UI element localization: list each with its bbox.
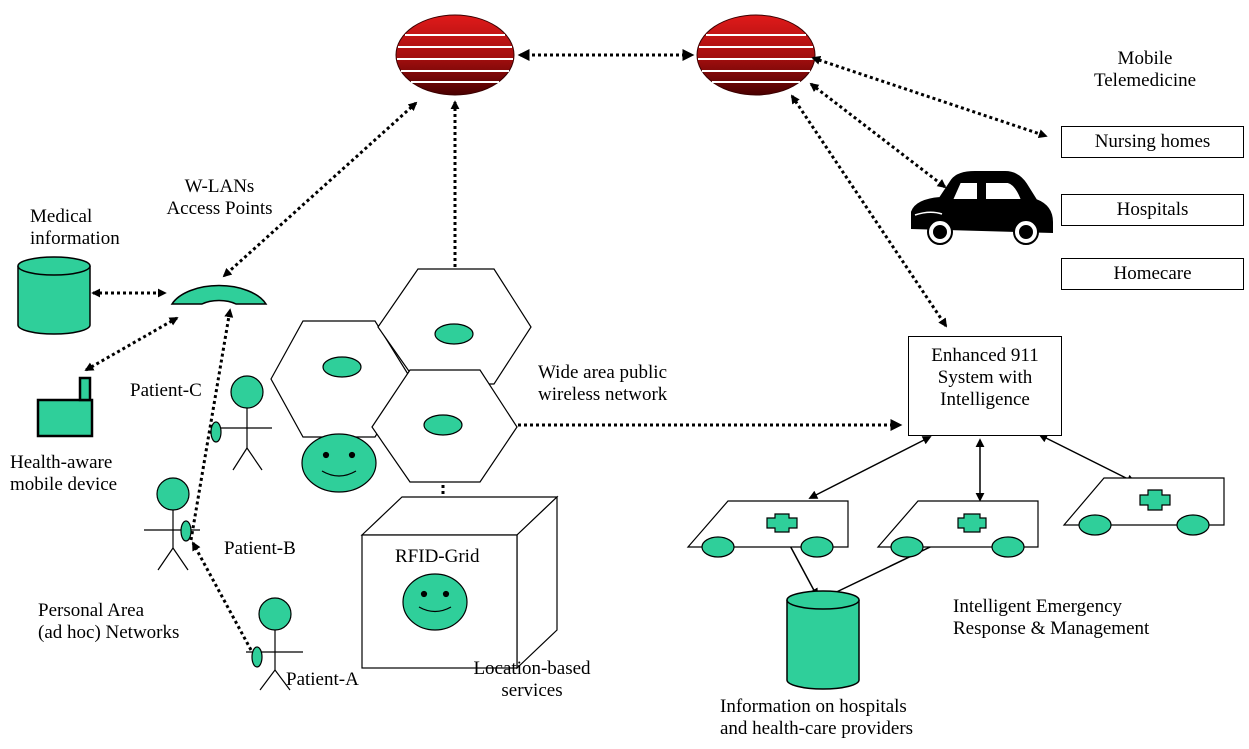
pan-line1: Personal Area: [38, 600, 145, 621]
homecare-box: Homecare: [1061, 258, 1244, 290]
hospital-database-icon: [786, 590, 860, 690]
medical-database-icon: [17, 256, 91, 335]
emergency-response-label: Intelligent Emergency Response & Managem…: [953, 596, 1149, 640]
globe-nursing-link: [811, 56, 1048, 138]
ambulance-1-icon: [686, 500, 849, 558]
rfid-smiley-icon: [402, 573, 468, 631]
globe-car-link: [809, 82, 947, 189]
access-point-icon: [170, 284, 268, 305]
e911-line1: Enhanced 911: [931, 345, 1039, 366]
hospital-info-line1: Information on hospitals: [720, 696, 907, 717]
rfid-grid-label: RFID-Grid: [395, 546, 480, 567]
emergency-line1: Intelligent Emergency: [953, 596, 1123, 617]
health-aware-line1: Health-aware: [10, 452, 113, 473]
pan-line2: (ad hoc) Networks: [38, 622, 180, 643]
mobile-telemedicine-line2: Telemedicine: [1093, 70, 1197, 91]
patient-b-figure: [144, 477, 200, 571]
emergency-line2: Response & Management: [953, 618, 1150, 639]
mobile-telemedicine-line1: Mobile: [1117, 48, 1173, 69]
wlan-line2: Access Points: [166, 198, 273, 219]
mobile-telemedicine-label: Mobile Telemedicine: [1085, 48, 1205, 92]
ambulance-2-icon: [876, 500, 1039, 558]
wlan-label: W-LANs Access Points: [152, 176, 287, 220]
medical-info-line1: Medical: [30, 206, 93, 227]
e911-line2: System with: [937, 367, 1033, 388]
globe-e911-link: [790, 94, 948, 328]
base-station-top-icon: [434, 323, 474, 345]
e911-amb3-link: [1038, 434, 1136, 483]
rfid-grid-box: [360, 495, 559, 670]
mobile-device-icon: [36, 376, 94, 438]
car-icon: [911, 171, 1053, 245]
wlan-line1: W-LANs: [184, 176, 255, 197]
pan-wlan-link: [189, 308, 234, 541]
wide-area-line1: Wide area public: [538, 362, 668, 383]
internet-globe-left: [395, 14, 515, 96]
patienta-patientb-link: [191, 541, 253, 651]
internet-globe-right: [696, 14, 816, 96]
location-services-label: Location-based services: [452, 658, 612, 702]
hospital-info-label: Information on hospitals and health-care…: [720, 696, 913, 740]
hospital-info-line2: and health-care providers: [720, 718, 914, 739]
health-aware-line2: mobile device: [10, 474, 118, 495]
medical-information-label: Medical information: [30, 206, 120, 250]
e911-amb1-link: [808, 436, 932, 499]
location-line1: Location-based: [473, 658, 591, 679]
nursing-homes-box: Nursing homes: [1061, 126, 1244, 158]
base-station-bottom-icon: [423, 414, 463, 436]
device-wlan-link: [84, 316, 179, 372]
cellular-grid: [270, 268, 532, 483]
health-aware-label: Health-aware mobile device: [10, 452, 117, 496]
wide-area-label: Wide area public wireless network: [538, 362, 667, 406]
patient-a-figure: [246, 597, 303, 691]
patient-c-label: Patient-C: [130, 380, 202, 401]
pan-label: Personal Area (ad hoc) Networks: [38, 600, 179, 644]
e911-line3: Intelligence: [940, 389, 1030, 410]
ambulance-3-icon: [1062, 477, 1225, 536]
patient-b-label: Patient-B: [224, 538, 296, 559]
e911-system-box: Enhanced 911 System with Intelligence: [908, 336, 1062, 436]
patient-c-figure: [210, 375, 272, 471]
patient-a-label: Patient-A: [286, 669, 359, 690]
wide-area-line2: wireless network: [538, 384, 668, 405]
globe-wlan-link: [222, 101, 418, 278]
smiley-user-icon: [301, 433, 377, 493]
medical-info-line2: information: [30, 228, 120, 249]
base-station-left-icon: [322, 356, 362, 378]
hospitals-box: Hospitals: [1061, 194, 1244, 226]
location-line2: services: [501, 680, 563, 701]
